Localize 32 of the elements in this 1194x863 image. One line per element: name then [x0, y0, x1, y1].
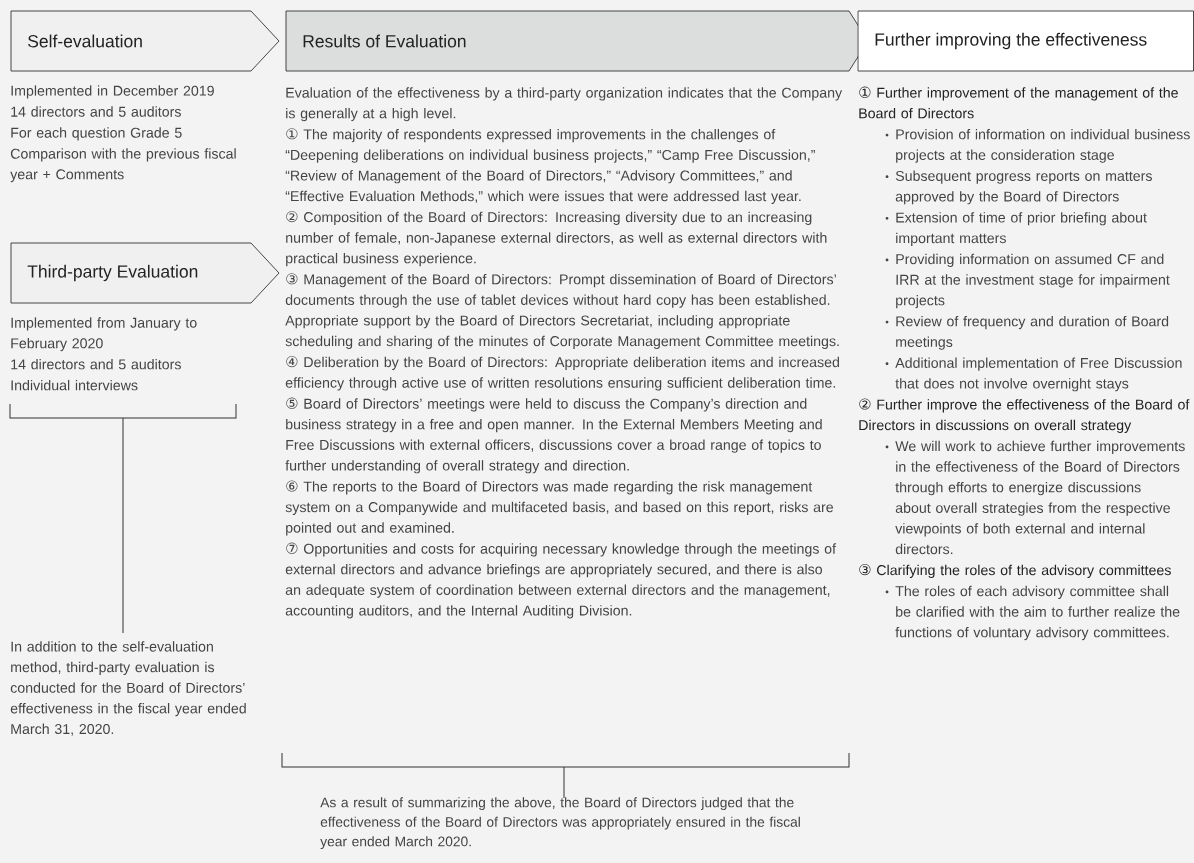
evaluation-detail: For each question Grade 5 — [11, 127, 182, 141]
result-item: ⑦ Opportunities and costs for acquiring necessary knowledge through the meetings of external directors and advance briefings are appropriately secured, and there is also an adequate system of coordination between external directors and the management, accounting auditors, and the Internal Auditing Division. — [285, 542, 837, 619]
heading-banner: Results of Evaluation — [285, 10, 869, 72]
improvement-item: Additional implementation of Free Discussion that does not involve overnight stays — [895, 357, 1182, 392]
improvement-item: Extension of time of prior briefing about important matters — [896, 212, 1147, 246]
result-item: ② Composition of the Board of Directors: Increasing diversity due to an increasing number of female, non-Japanese external directors, as well as external directors with practical business experience. — [286, 211, 827, 267]
improvement-item: Provision of information on individual business projects at the consideration stage — [896, 128, 1190, 163]
heading-box: Further improving the effectiveness — [857, 10, 1194, 72]
improvement-item: We will work to achieve further improvements in the effectiveness of the Board of Directors through efforts to energize discussions about overall strategies from the respective viewpoints of both external and internal directors. — [895, 440, 1185, 555]
summary-note: In addition to the self-evaluation method, third-party evaluation is conducted for the Board of Directors’ effectiveness in the fiscal year ended March 31, 2020. — [10, 641, 246, 736]
evaluation-detail: Implemented in December 2019 — [11, 85, 214, 99]
evaluation-detail: 14 directors and 5 auditors — [11, 106, 181, 117]
result-item: ④ Deliberation by the Board of Directors: Appropriate deliberation items and increased efficiency through active use of written resolutions ensuring sufficient deliberation time. — [285, 356, 839, 391]
improvement-item: ② Further improve the effectiveness of the Board of Directors in discussions on overall strategy — [859, 398, 1190, 433]
evaluation-detail: Individual interviews — [11, 379, 138, 391]
result-item: Evaluation of the effectiveness by a third-party organization indicates that the Company is generally at a high level. — [286, 87, 843, 122]
result-item: ③ Management of the Board of Directors: Prompt dissemination of Board of Directors’ documents through the use of tablet devices without hard copy has been established. Appropriate support by the Board of Directors Secretariat, including appropriate scheduling and sharing of the minutes of Corporate Management Committee meetings. — [285, 273, 839, 349]
result-item: ⑤ Board of Directors’ meetings were held to discuss the Company’s direction and business strategy in a free and open manner. In the External Members Meeting and Free Discussions with external officers, discussions cover a broad range of topics to further understanding of overall strategy and direction. — [285, 397, 822, 474]
improvement-item: The roles of each advisory committee shall be clarified with the aim to further realize the functions of voluntary advisory committees. — [895, 585, 1180, 641]
evaluation-detail: Comparison with the previous fiscal year + Comments — [10, 148, 236, 183]
result-item: ⑥ The reports to the Board of Directors was made regarding the risk management system on a Companywide and multifaceted basis, and based on this report, risks are pointed out and examined. — [285, 480, 833, 536]
heading-banner: Third-party Evaluation — [10, 242, 280, 304]
conclusion-note: As a result of summarizing the above, the Board of Directors judged that the effectiveness of the Board of Directors was appropriately ensured in the fiscal year ended March 2020. — [320, 797, 800, 850]
improvement-item: Subsequent progress reports on matters approved by the Board of Directors — [895, 170, 1152, 205]
improvement-item: Review of frequency and duration of Board meetings — [896, 315, 1169, 350]
result-item: ① The majority of respondents expressed improvements in the challenges of “Deepening deliberations on individual business projects,” “Camp Free Discussion,” “Review of Management of the Board of Directors,” “Advisory Committees,” and “Effective Evaluation Methods,” which were issues that were addressed last year. — [285, 128, 815, 204]
heading-banner: Self-evaluation — [10, 10, 280, 72]
evaluation-detail: Implemented from January to February 2020 — [11, 317, 197, 352]
improvement-item: ③ Clarifying the roles of the advisory committees — [859, 564, 1171, 578]
evaluation-detail: 14 directors and 5 auditors — [11, 358, 181, 370]
improvement-item: Providing information on assumed CF and IRR at the investment stage for impairment projects — [896, 253, 1170, 309]
improvement-item: ① Further improvement of the management of the Board of Directors — [859, 86, 1178, 119]
